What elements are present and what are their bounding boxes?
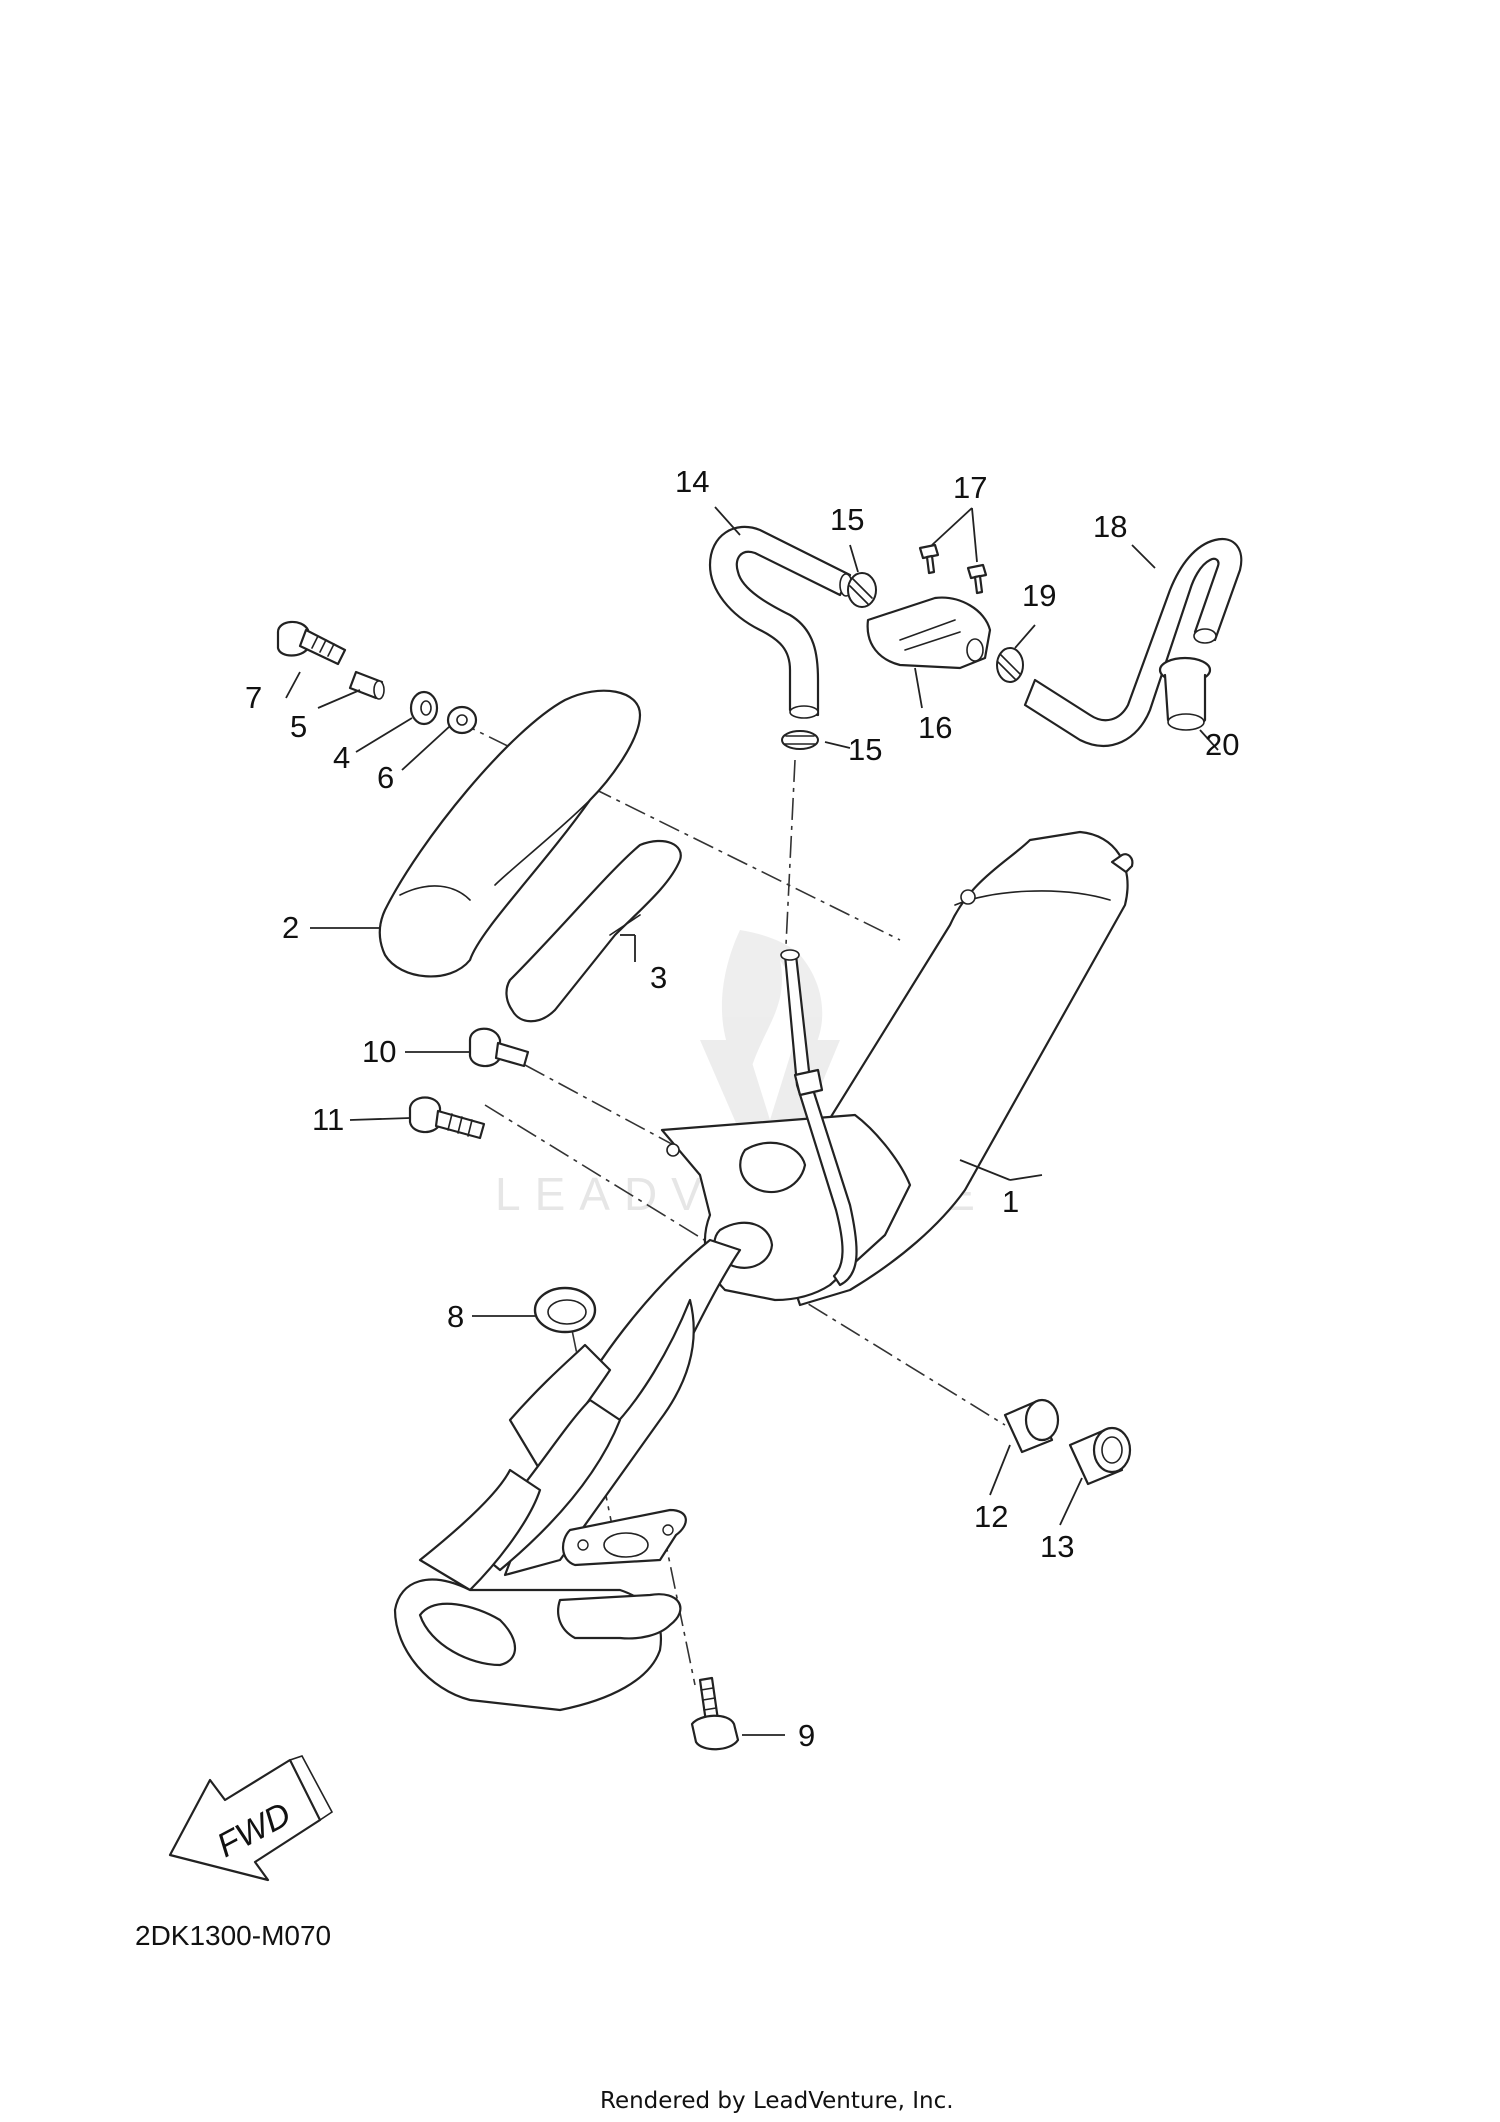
washer-6[interactable] xyxy=(446,705,478,735)
callout-5: 5 xyxy=(290,709,307,744)
callout-16: 16 xyxy=(918,710,952,745)
hose-18[interactable] xyxy=(1023,537,1243,747)
bolt-7[interactable] xyxy=(276,620,347,666)
callout-14: 14 xyxy=(675,464,709,499)
muffler-assembly[interactable] xyxy=(393,830,1134,1712)
clip-19[interactable] xyxy=(996,647,1024,683)
bolt-11[interactable] xyxy=(408,1096,486,1140)
screw-17-left[interactable] xyxy=(918,543,940,575)
callout-13: 13 xyxy=(1040,1529,1074,1564)
screw-17-right[interactable] xyxy=(966,563,988,595)
collar-5[interactable] xyxy=(348,670,385,700)
bolt-10[interactable] xyxy=(468,1027,530,1068)
heat-protector-inner[interactable] xyxy=(505,840,682,1023)
callout-8: 8 xyxy=(447,1299,464,1334)
callout-6: 6 xyxy=(377,760,394,795)
callout-11: 11 xyxy=(312,1102,344,1137)
callout-17: 17 xyxy=(953,470,987,505)
leader-lines xyxy=(285,506,1219,1736)
callouts: 1 2 3 4 5 6 7 8 9 10 11 12 13 14 15 15 1… xyxy=(245,464,1239,1753)
bolt-9[interactable] xyxy=(690,1676,740,1751)
callout-12: 12 xyxy=(974,1499,1008,1534)
callout-19: 19 xyxy=(1022,578,1056,613)
fwd-arrow: FWD xyxy=(168,1755,334,1882)
grommet-4[interactable] xyxy=(409,690,439,726)
gasket-8[interactable] xyxy=(533,1286,597,1334)
hose-14[interactable] xyxy=(708,525,853,719)
callout-2: 2 xyxy=(282,910,299,945)
clip-15-upper[interactable] xyxy=(847,572,877,608)
callout-20: 20 xyxy=(1205,727,1239,762)
callout-15-upper: 15 xyxy=(830,502,864,537)
cap-20[interactable] xyxy=(1158,656,1212,731)
callout-7: 7 xyxy=(245,680,262,715)
callout-10: 10 xyxy=(362,1034,396,1069)
collar-12[interactable] xyxy=(1003,1398,1060,1454)
diagram-code: 2DK1300-M070 xyxy=(135,1920,331,1951)
callout-15-lower: 15 xyxy=(848,732,882,767)
footer-credit: Rendered by LeadVenture, Inc. xyxy=(600,2088,954,2114)
reed-valve-16[interactable] xyxy=(866,596,992,670)
clip-15-lower[interactable] xyxy=(781,730,819,750)
damper-13[interactable] xyxy=(1068,1426,1132,1486)
callout-9: 9 xyxy=(798,1718,815,1753)
heat-protector[interactable] xyxy=(378,689,642,978)
callout-1: 1 xyxy=(1002,1184,1019,1219)
callout-4: 4 xyxy=(333,740,350,775)
callout-3: 3 xyxy=(650,960,667,995)
callout-18: 18 xyxy=(1093,509,1127,544)
